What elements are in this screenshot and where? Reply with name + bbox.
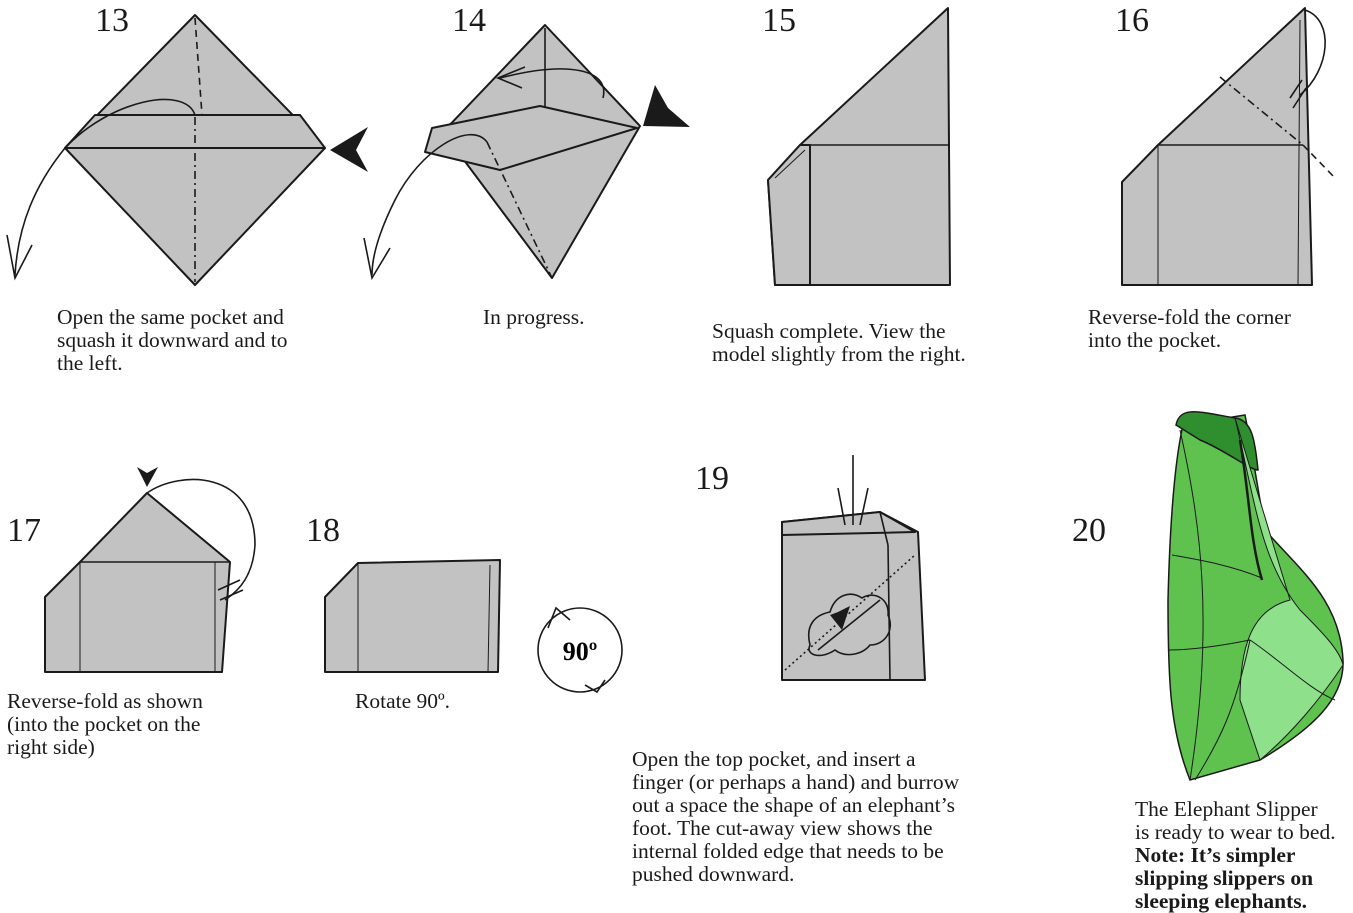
note-line: Note: It’s simpler xyxy=(1135,843,1296,867)
caption-line: squash it downward and to xyxy=(57,328,288,352)
caption-line: the left. xyxy=(57,351,123,375)
caption-line: is ready to wear to bed. xyxy=(1135,820,1336,844)
origami-diagram: 90º xyxy=(6,7,1344,781)
step-15-figure xyxy=(767,7,951,286)
caption-line: right side) xyxy=(7,735,95,759)
caption-line: In progress. xyxy=(483,305,585,329)
caption-line: internal folded edge that needs to be xyxy=(632,839,944,863)
step-number: 20 xyxy=(1072,512,1106,549)
step-number: 15 xyxy=(762,2,796,39)
rotate-90-label: 90º xyxy=(563,637,598,666)
push-arrow-icon xyxy=(643,85,690,127)
caption-line: Open the top pocket, and insert a xyxy=(632,747,916,771)
step-19-figure xyxy=(781,455,926,681)
step-14-figure xyxy=(363,24,690,281)
step-number: 16 xyxy=(1115,2,1149,39)
step-16-figure xyxy=(1121,7,1336,286)
step-13-figure xyxy=(6,14,368,286)
step-20-caption: The Elephant Slipper is ready to wear to… xyxy=(1135,798,1336,913)
step-number: 13 xyxy=(95,2,129,39)
step-number: 14 xyxy=(452,2,486,39)
caption-line: Rotate 90º. xyxy=(355,689,451,713)
step-number: 19 xyxy=(695,460,729,497)
caption-line: foot. The cut-away view shows the xyxy=(632,816,933,840)
caption-line: Open the same pocket and xyxy=(57,305,284,329)
caption-line: into the pocket. xyxy=(1088,328,1222,352)
caption-line: The Elephant Slipper xyxy=(1135,797,1318,821)
caption-line: pushed downward. xyxy=(632,862,795,886)
step-18-caption: Rotate 90º. xyxy=(355,690,450,713)
step-18-figure: 90º xyxy=(324,559,623,694)
step-17-figure xyxy=(44,467,256,673)
step-13-caption: Open the same pocket and squash it downw… xyxy=(57,306,288,375)
caption-line: model slightly from the right. xyxy=(712,342,966,366)
step-16-caption: Reverse-fold the corner into the pocket. xyxy=(1088,306,1291,352)
caption-line: Reverse-fold as shown xyxy=(7,689,203,713)
step-number: 18 xyxy=(306,512,340,549)
note-line: sleeping elephants. xyxy=(1135,889,1308,913)
step-15-caption: Squash complete. View the model slightly… xyxy=(712,320,966,366)
caption-line: Squash complete. View the xyxy=(712,319,946,343)
step-number: 17 xyxy=(7,512,41,549)
push-arrow-icon xyxy=(830,606,850,630)
step-14-caption: In progress. xyxy=(483,306,585,329)
caption-line: (into the pocket on the xyxy=(7,712,201,736)
note-line: slipping slippers on xyxy=(1135,866,1314,890)
step-17-caption: Reverse-fold as shown (into the pocket o… xyxy=(7,690,203,759)
push-arrow-icon xyxy=(330,127,368,172)
caption-line: finger (or perhaps a hand) and burrow xyxy=(632,770,960,794)
caption-line: out a space the shape of an elephant’s xyxy=(632,793,955,817)
caption-line: Reverse-fold the corner xyxy=(1088,305,1291,329)
elephant-slipper-photo xyxy=(1167,411,1344,781)
push-arrow-icon xyxy=(137,467,158,487)
step-19-caption: Open the top pocket, and insert a finger… xyxy=(632,748,959,886)
